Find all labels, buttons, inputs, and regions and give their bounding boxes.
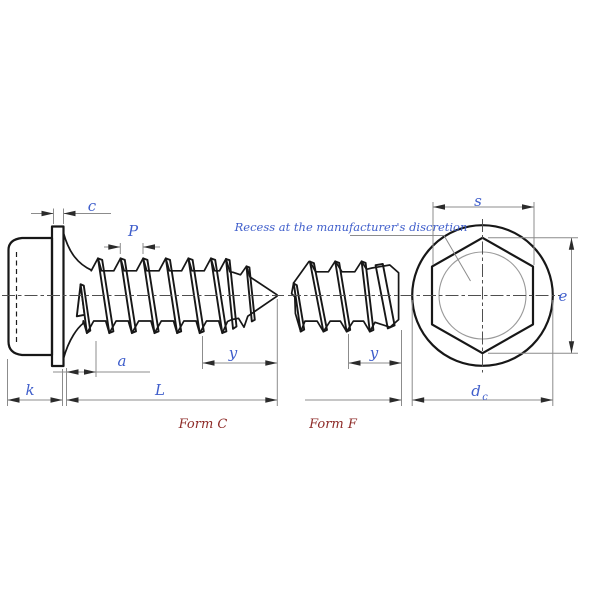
dim-e: e <box>488 237 578 354</box>
thread-bands <box>97 257 256 334</box>
fillet-bottom <box>62 322 84 360</box>
dim-label-y-form-c: y <box>228 344 238 362</box>
dim-label-l: L <box>154 381 165 399</box>
dim-c: c <box>31 197 111 224</box>
form-f-profile-top <box>292 260 400 329</box>
dim-p: P <box>104 222 160 254</box>
caption-form-c: Form C <box>178 417 228 432</box>
dim-k: k <box>7 359 63 406</box>
form-f-fragment <box>290 260 400 333</box>
dim-label-dc-sub: c <box>482 392 488 403</box>
thread-lead-band <box>79 283 92 334</box>
recess-note-text: Recess at the manufacturer's discretion <box>234 220 468 234</box>
caption-form-f: Form F <box>308 417 358 432</box>
recess-note: Recess at the manufacturer's discretion <box>234 220 471 282</box>
dim-label-e: e <box>559 287 568 305</box>
hexagon-outline <box>430 236 535 355</box>
dim-label-s: s <box>474 192 482 210</box>
dim-label-y-form-f: y <box>369 344 379 362</box>
dim-y-form-f: y <box>348 334 402 369</box>
dim-label-a: a <box>118 352 127 370</box>
dim-s: s <box>432 192 535 265</box>
dim-label-dc-main: d <box>471 382 481 400</box>
dim-label-p: P <box>127 222 139 240</box>
dim-a: a <box>53 341 150 377</box>
dim-l: L <box>66 299 278 406</box>
fillet-top <box>62 232 93 272</box>
dim-label-c: c <box>88 197 97 215</box>
dim-form-f-length <box>305 330 402 406</box>
hex-head-outline <box>7 236 54 357</box>
washer-flange <box>50 225 65 368</box>
dim-y-form-c: y <box>202 336 278 369</box>
side-view-form-c <box>7 225 278 368</box>
form-f-profile-bottom <box>290 282 391 333</box>
thread-profile-top <box>90 257 278 296</box>
thread-profile-bottom <box>82 295 278 335</box>
dim-label-k: k <box>25 381 34 399</box>
